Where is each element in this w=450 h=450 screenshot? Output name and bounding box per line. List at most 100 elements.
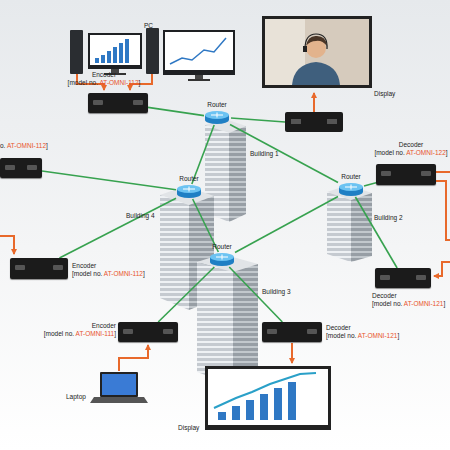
label-part: [model no. <box>372 300 404 307</box>
pc-tower <box>146 28 159 74</box>
pc-computer <box>146 28 235 81</box>
monitor-frame <box>88 33 142 69</box>
device-label: Encoder [model no. AT-OMNI-112] <box>72 262 154 278</box>
chart-bar <box>232 406 240 420</box>
device-port <box>93 100 103 105</box>
model-number: AT-OMNI-112 <box>104 270 143 277</box>
text-label: Building 3 <box>262 288 291 296</box>
chart-bar <box>260 394 268 420</box>
laptop-display <box>102 374 136 395</box>
chart-bar <box>125 39 129 63</box>
video-cable <box>436 181 450 240</box>
model-number: AT-OMNI-122 <box>406 149 446 156</box>
label-line: Encoder <box>72 262 154 270</box>
decoder-box: Decoder [model no. AT-OMNI-122] <box>376 164 436 185</box>
router-label: Router <box>200 101 234 109</box>
router-arrows <box>211 113 223 118</box>
label-line: Decoder <box>372 292 450 300</box>
chart-bar <box>288 382 296 420</box>
device-port <box>327 119 337 124</box>
network-link <box>148 107 204 115</box>
label-part: ] <box>143 270 145 277</box>
monitor-screen <box>90 35 140 65</box>
router-arrows <box>183 187 195 192</box>
chart-bar <box>113 47 117 63</box>
router-symbol <box>338 182 364 197</box>
router-top <box>205 111 229 119</box>
text-label: Building 2 <box>374 214 403 222</box>
router-symbol <box>204 110 230 125</box>
chart-bar <box>246 400 254 420</box>
label-part: [model no. <box>68 79 100 86</box>
router-icon: Router <box>338 182 364 197</box>
video-cable <box>434 262 450 276</box>
device-port <box>381 171 391 176</box>
monitor-stand <box>195 75 203 79</box>
encoder-box: Encoder [model no. AT-OMNI-112] <box>10 258 68 279</box>
label-line: Encoder <box>58 71 150 79</box>
pc-computer <box>70 30 142 75</box>
device-port <box>267 329 277 334</box>
building-face <box>327 192 351 262</box>
decoder-box: Decoder [model no. AT-OMNI-121] <box>262 322 322 342</box>
display-image <box>208 369 328 425</box>
label-part: [model no. <box>72 270 104 277</box>
label-line: Encoder <box>34 322 116 330</box>
chart-bar <box>119 43 123 63</box>
display-frame <box>205 366 331 430</box>
display-screen <box>205 366 331 430</box>
router-top <box>177 185 201 193</box>
label-part: ] <box>114 330 116 337</box>
text-label: PC <box>144 22 153 30</box>
model-number: AT-OMNI-121 <box>404 300 444 307</box>
building-face <box>351 193 372 262</box>
router-top <box>339 183 363 191</box>
device-port <box>421 171 431 176</box>
router-label: Router <box>170 175 208 183</box>
video-cable <box>436 171 450 173</box>
device-label: Encoder [model no. AT-OMNI-112] <box>58 71 150 87</box>
encoder-box: o. AT-OMNI-112] <box>0 158 42 178</box>
chart-line <box>214 373 316 408</box>
decoder-device <box>285 112 343 132</box>
laptop <box>90 372 148 403</box>
chart-line <box>170 38 226 64</box>
building-face <box>160 195 189 310</box>
text-label: Display <box>374 90 395 98</box>
text-label: Display <box>178 424 199 432</box>
router-symbol <box>176 184 202 199</box>
label-part: ] <box>397 332 399 339</box>
label-part: Router <box>207 101 227 108</box>
router-label: Router <box>333 173 369 181</box>
headset <box>303 46 307 52</box>
network-link <box>230 124 338 182</box>
device-port <box>123 329 133 334</box>
device-port <box>416 275 426 280</box>
router-icon: Router <box>176 184 202 199</box>
building-face <box>229 126 246 222</box>
device-label: Decoder [model no. AT-OMNI-121] <box>372 292 450 308</box>
device-port <box>163 329 173 334</box>
router-arrows <box>216 255 228 260</box>
label-part: o. <box>0 142 7 149</box>
device-port <box>27 165 37 170</box>
label-part: ] <box>446 149 448 156</box>
label-part: Router <box>179 175 199 182</box>
chart-bar <box>274 388 282 420</box>
label-part: [model no. <box>326 332 358 339</box>
device-label: Decoder [model no. AT-OMNI-122] <box>372 141 450 157</box>
label-line: Decoder <box>326 324 410 332</box>
video-cable <box>119 345 148 371</box>
monitor-screen <box>165 32 233 70</box>
device-label: Encoder [model no. AT-OMNI-111] <box>34 322 116 338</box>
label-part: ] <box>139 79 141 86</box>
label-part: [model no. <box>44 330 76 337</box>
building <box>327 185 372 262</box>
display-frame <box>262 16 372 88</box>
device-port <box>15 265 25 270</box>
chart-bar <box>101 55 105 63</box>
model-number: AT-OMNI-112 <box>7 142 46 149</box>
